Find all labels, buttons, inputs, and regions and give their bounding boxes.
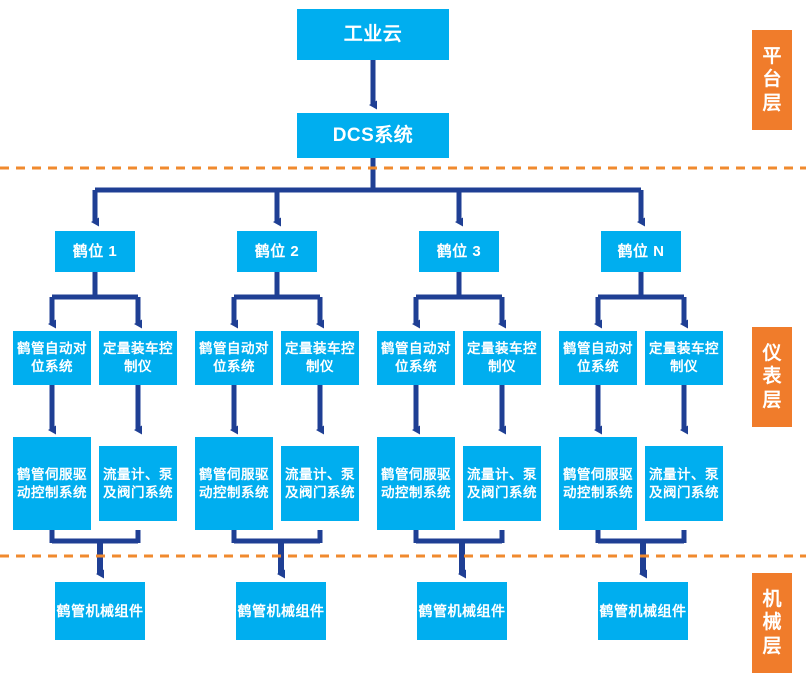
node-instr-1-loading-controller[interactable]: 定量装车控制仪	[99, 331, 177, 385]
node-instr-2-auto-align[interactable]: 鹤管自动对位系统	[195, 331, 273, 385]
node-mech-assembly-3[interactable]: 鹤管机械组件	[417, 582, 507, 640]
node-instr-3-loading-controller[interactable]: 定量装车控制仪	[463, 331, 541, 385]
node-equip-2-servo-drive[interactable]: 鹤管伺服驱动控制系统	[195, 437, 273, 530]
connector-merge-group-1	[49, 530, 141, 579]
node-bay-1[interactable]: 鹤位 1	[55, 231, 135, 272]
node-label: 鹤管机械组件	[237, 602, 325, 619]
node-label: 鹤管自动对位系统	[17, 341, 87, 374]
connector-dcs-to-bay-bus	[91, 158, 645, 227]
connector-bay-2-split	[230, 272, 324, 329]
node-instr-1-auto-align[interactable]: 鹤管自动对位系统	[13, 331, 91, 385]
node-label: 流量计、泵及阀门系统	[649, 466, 719, 500]
connector-instrument-to-equipment	[48, 385, 688, 435]
node-label: 鹤管伺服驱动控制系统	[381, 466, 451, 500]
node-instr-n-loading-controller[interactable]: 定量装车控制仪	[645, 331, 723, 385]
connector-merge-group-n	[595, 530, 687, 579]
node-label: 流量计、泵及阀门系统	[285, 466, 355, 500]
node-equip-1-flow-pump-valve[interactable]: 流量计、泵及阀门系统	[99, 446, 177, 521]
node-mech-assembly-1[interactable]: 鹤管机械组件	[55, 582, 145, 640]
node-label: 鹤管自动对位系统	[563, 341, 633, 374]
node-dcs-system[interactable]: DCS系统	[297, 113, 449, 158]
node-label: 流量计、泵及阀门系统	[103, 466, 173, 500]
node-equip-2-flow-pump-valve[interactable]: 流量计、泵及阀门系统	[281, 446, 359, 521]
node-mech-assembly-n[interactable]: 鹤管机械组件	[598, 582, 688, 640]
connector-merge-group-2	[231, 530, 323, 579]
node-label: 鹤管机械组件	[56, 602, 144, 619]
node-instr-n-auto-align[interactable]: 鹤管自动对位系统	[559, 331, 637, 385]
connector-bay-1-split	[48, 272, 142, 329]
node-label: 流量计、泵及阀门系统	[467, 466, 537, 500]
node-label: 鹤管伺服驱动控制系统	[563, 466, 633, 500]
node-label: 定量装车控制仪	[467, 341, 537, 374]
layer-tag-platform: 平台层	[752, 30, 792, 130]
node-instr-2-loading-controller[interactable]: 定量装车控制仪	[281, 331, 359, 385]
node-equip-n-servo-drive[interactable]: 鹤管伺服驱动控制系统	[559, 437, 637, 530]
node-mech-assembly-2[interactable]: 鹤管机械组件	[236, 582, 326, 640]
node-label: 鹤管机械组件	[599, 602, 687, 619]
connector-merge-group-3	[413, 530, 505, 579]
node-industrial-cloud[interactable]: 工业云	[297, 9, 449, 60]
node-equip-n-flow-pump-valve[interactable]: 流量计、泵及阀门系统	[645, 446, 723, 521]
node-equip-3-flow-pump-valve[interactable]: 流量计、泵及阀门系统	[463, 446, 541, 521]
node-label: 鹤管伺服驱动控制系统	[17, 466, 87, 500]
node-label: 定量装车控制仪	[103, 341, 173, 374]
node-label: 机械层	[762, 589, 782, 657]
node-label: 仪表层	[762, 343, 782, 411]
node-label: 鹤管伺服驱动控制系统	[199, 466, 269, 500]
layer-tag-mechanical: 机械层	[752, 573, 792, 673]
node-label: 平台层	[762, 46, 782, 114]
node-bay-3[interactable]: 鹤位 3	[419, 231, 499, 272]
node-equip-1-servo-drive[interactable]: 鹤管伺服驱动控制系统	[13, 437, 91, 530]
node-bay-2[interactable]: 鹤位 2	[237, 231, 317, 272]
node-label: 鹤管机械组件	[418, 602, 506, 619]
node-bay-n[interactable]: 鹤位 N	[601, 231, 681, 272]
node-label: 鹤管自动对位系统	[199, 341, 269, 374]
connector-bay-3-split	[412, 272, 506, 329]
connector-bay-n-split	[594, 272, 688, 329]
layer-tag-instrument: 仪表层	[752, 327, 792, 427]
node-label: 鹤管自动对位系统	[381, 341, 451, 374]
node-label: 定量装车控制仪	[649, 341, 719, 374]
node-equip-3-servo-drive[interactable]: 鹤管伺服驱动控制系统	[377, 437, 455, 530]
node-label: 定量装车控制仪	[285, 341, 355, 374]
node-instr-3-auto-align[interactable]: 鹤管自动对位系统	[377, 331, 455, 385]
